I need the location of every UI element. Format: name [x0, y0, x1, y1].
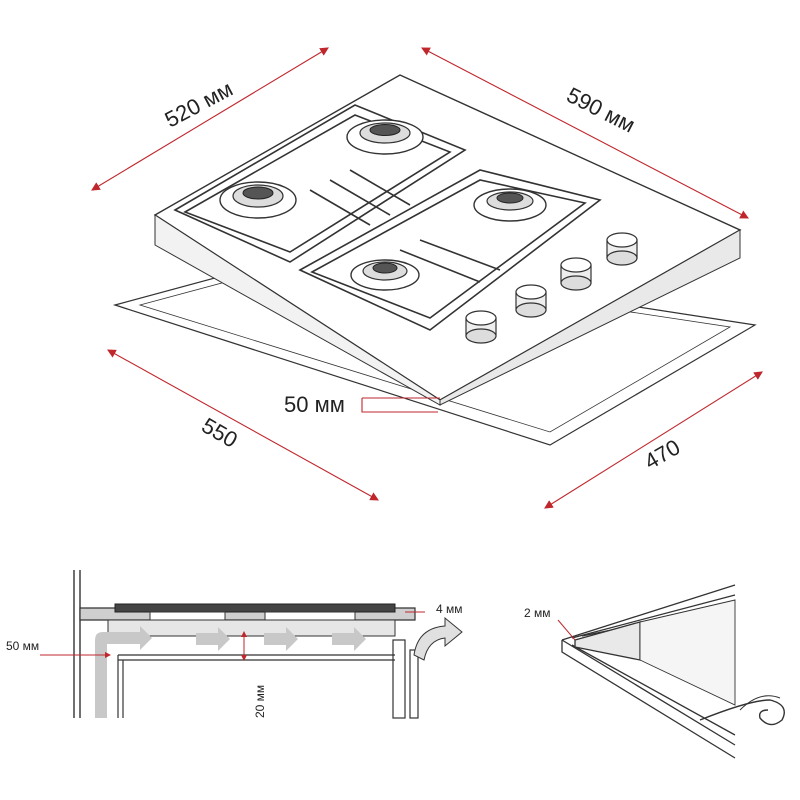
dim-hob-width [91, 47, 329, 191]
control-knobs [465, 232, 638, 344]
label-seal-thickness: 2 мм [524, 606, 551, 620]
label-side-clearance: 50 мм [6, 639, 39, 653]
knob-3 [560, 257, 592, 291]
dim-edge-distance-leader [361, 397, 440, 413]
burner-front-left [350, 259, 420, 291]
section-view [73, 570, 419, 719]
dim-hob-depth [421, 47, 749, 219]
label-edge-distance: 50 мм [284, 392, 345, 417]
exhaust-arrow [413, 616, 463, 661]
knob-2 [515, 284, 547, 318]
burner-rear-left [219, 181, 297, 219]
label-air-gap: 20 мм [253, 685, 267, 718]
label-hob-depth: 590 мм [563, 82, 639, 137]
dim-cutout-depth [544, 371, 763, 509]
seal-thickness-leader [557, 619, 576, 641]
label-cutout-depth: 470 [640, 434, 684, 474]
burner-rear-right [346, 119, 424, 155]
knob-1 [465, 310, 497, 344]
dim-cutout-width [107, 349, 379, 501]
section-dimension-lines [40, 611, 425, 661]
dimension-lines [91, 47, 763, 509]
label-gap: 4 мм [436, 602, 463, 616]
seal-detail [561, 584, 785, 759]
burner-front-right [473, 188, 547, 222]
knob-4 [606, 232, 638, 266]
label-hob-width: 520 мм [161, 76, 237, 132]
label-cutout-width: 550 [198, 413, 242, 453]
airflow-arrows [95, 626, 366, 718]
